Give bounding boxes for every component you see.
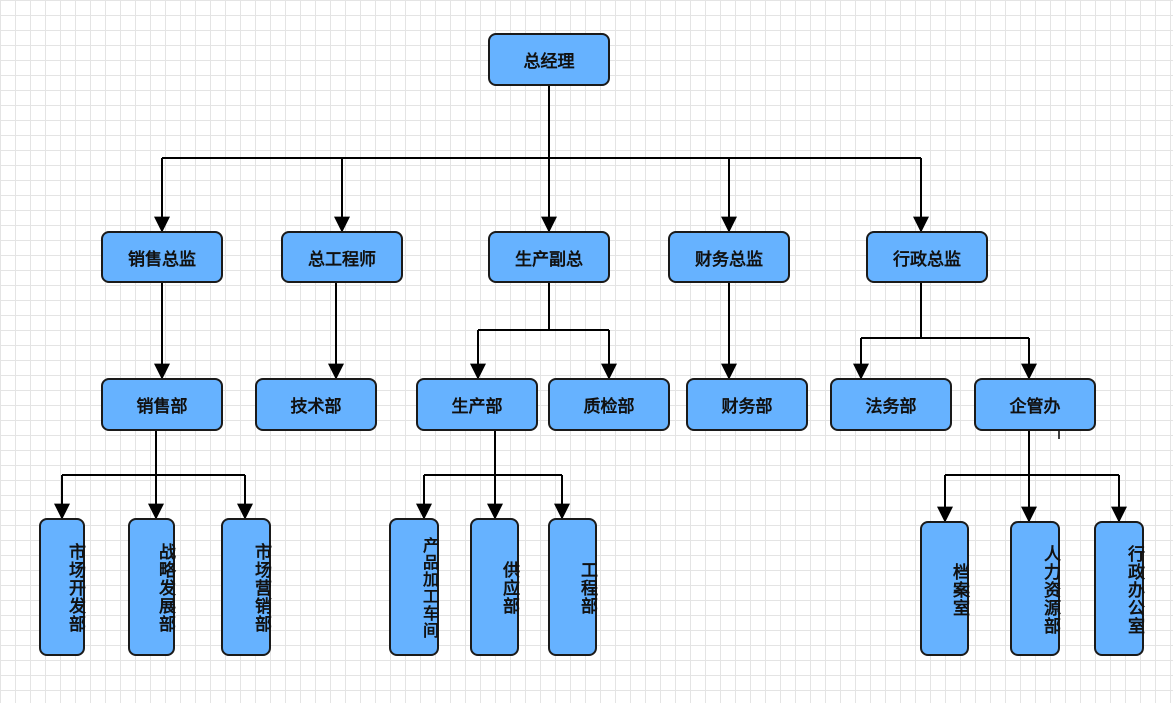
node-vp-production[interactable]: 生产副总 bbox=[488, 231, 610, 283]
node-chief-engineer[interactable]: 总工程师 bbox=[281, 231, 403, 283]
node-tech-dept[interactable]: 技术部 bbox=[255, 378, 377, 431]
node-admin-director[interactable]: 行政总监 bbox=[866, 231, 988, 283]
node-supply-dept[interactable]: 供应部 bbox=[470, 518, 519, 656]
node-qc-dept[interactable]: 质检部 bbox=[548, 378, 670, 431]
node-market-development[interactable]: 市场开发部 bbox=[39, 518, 85, 656]
node-general-manager[interactable]: 总经理 bbox=[488, 33, 610, 86]
node-production-dept[interactable]: 生产部 bbox=[416, 378, 538, 431]
node-admin-office[interactable]: 行政办公室 bbox=[1094, 521, 1144, 656]
node-engineering-dept[interactable]: 工程部 bbox=[548, 518, 597, 656]
node-sales-dept[interactable]: 销售部 bbox=[101, 378, 223, 431]
node-marketing[interactable]: 市场营销部 bbox=[221, 518, 271, 656]
node-processing-workshop[interactable]: 产品加工车间 bbox=[389, 518, 439, 656]
node-enterprise-office[interactable]: 企管办 bbox=[974, 378, 1096, 431]
node-archives[interactable]: 档案室 bbox=[920, 521, 969, 656]
node-human-resources[interactable]: 人力资源部 bbox=[1010, 521, 1060, 656]
node-finance-director[interactable]: 财务总监 bbox=[668, 231, 790, 283]
node-strategy-development[interactable]: 战略发展部 bbox=[128, 518, 175, 656]
node-finance-dept[interactable]: 财务部 bbox=[686, 378, 808, 431]
node-legal-dept[interactable]: 法务部 bbox=[830, 378, 952, 431]
node-sales-director[interactable]: 销售总监 bbox=[101, 231, 223, 283]
